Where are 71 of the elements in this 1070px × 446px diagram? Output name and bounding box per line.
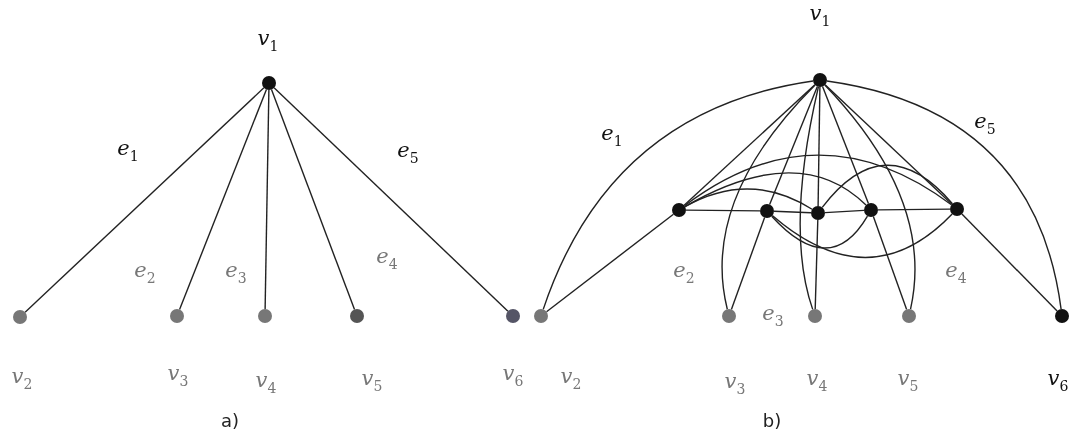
vertex-label: v$_{2}$ xyxy=(560,364,582,392)
vertex-label: v$_{4}$ xyxy=(806,366,828,394)
edge-name-label: e$_{2}$ xyxy=(673,258,695,286)
edge-line xyxy=(961,213,1058,312)
edge-line xyxy=(773,210,812,214)
vertex-label: v$_{5}$ xyxy=(361,366,383,394)
edge-line xyxy=(264,89,270,310)
edge-line xyxy=(685,209,761,212)
vertex-label: v$_{6}$ xyxy=(502,361,524,389)
curved-edge xyxy=(824,84,916,310)
curved-edge xyxy=(683,154,953,207)
edge-line xyxy=(24,87,265,313)
edge-name-label: e$_{1}$ xyxy=(117,136,139,164)
vertex-dot xyxy=(170,309,184,323)
edge-line xyxy=(768,85,819,206)
edge-line xyxy=(872,215,908,311)
edge-line xyxy=(814,219,819,310)
edge-line xyxy=(178,88,268,311)
edge-name-label: e$_{5}$ xyxy=(397,138,419,166)
panel-label: b) xyxy=(762,409,782,431)
curved-edge xyxy=(721,84,816,310)
vertex-label: v$_{4}$ xyxy=(255,368,277,396)
edge-line xyxy=(273,87,509,312)
edge-name-label: e$_{3}$ xyxy=(225,258,247,286)
curved-edge xyxy=(542,80,814,311)
vertex-dot xyxy=(760,204,774,218)
edge-name-label: e$_{5}$ xyxy=(974,109,996,137)
edge-line xyxy=(824,209,865,214)
vertex-dot xyxy=(1055,309,1069,323)
vertex-dot xyxy=(722,309,736,323)
vertex-dot xyxy=(350,309,364,323)
vertex-label: v$_{6}$ xyxy=(1047,366,1069,394)
edge-name-label: e$_{4}$ xyxy=(945,258,967,286)
curved-edge xyxy=(684,188,813,210)
curved-edge xyxy=(684,172,867,208)
panel-label: a) xyxy=(220,409,240,431)
vertex-dot xyxy=(13,310,27,324)
vertex-dot xyxy=(534,309,548,323)
vertex-dot xyxy=(258,309,272,323)
vertex-dot xyxy=(262,76,276,90)
vertex-label: v$_{1}$ xyxy=(257,26,279,54)
edge-line xyxy=(683,84,816,206)
edge-line xyxy=(824,84,953,205)
curved-edge xyxy=(821,164,954,209)
vertex-dot xyxy=(902,309,916,323)
vertex-dot xyxy=(950,202,964,216)
curved-edge xyxy=(799,86,820,311)
vertex-dot xyxy=(506,309,520,323)
vertex-label: v$_{3}$ xyxy=(724,369,746,397)
vertex-label: v$_{2}$ xyxy=(11,364,33,392)
vertex-dot xyxy=(813,73,827,87)
curved-edge xyxy=(771,213,953,259)
edge-line xyxy=(730,216,766,311)
edge-name-label: e$_{4}$ xyxy=(376,244,398,272)
vertex-dot xyxy=(672,203,686,217)
edge-name-label: e$_{1}$ xyxy=(601,121,623,149)
edge-name-label: e$_{3}$ xyxy=(762,301,784,329)
vertex-label: v$_{1}$ xyxy=(809,1,831,29)
vertex-label: v$_{3}$ xyxy=(167,361,189,389)
edge-name-label: e$_{2}$ xyxy=(134,258,156,286)
vertex-dot xyxy=(811,206,825,220)
curved-edge xyxy=(771,215,869,249)
vertex-dot xyxy=(864,203,878,217)
edge-line xyxy=(545,213,675,313)
vertex-dot xyxy=(808,309,822,323)
vertex-label: v$_{5}$ xyxy=(897,366,919,394)
edge-line xyxy=(817,86,821,207)
edge-line xyxy=(877,208,951,211)
curved-edge xyxy=(826,80,1062,310)
edge-line xyxy=(821,85,870,205)
edge-line xyxy=(270,88,356,311)
